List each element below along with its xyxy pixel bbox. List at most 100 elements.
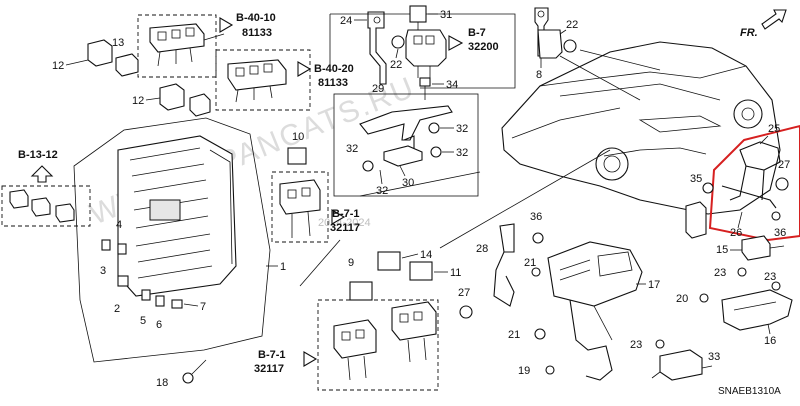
ref-b71b: B-7-1 [258, 349, 286, 361]
bracket-24[interactable] [367, 11, 387, 85]
ref-b7: B-7 [468, 27, 486, 39]
bolt-23c[interactable] [655, 339, 665, 349]
fuse-5[interactable] [141, 289, 151, 301]
box-b1312 [1, 185, 91, 227]
bracket-29[interactable] [359, 105, 453, 152]
control-unit-17[interactable] [547, 241, 643, 381]
relay-12[interactable] [159, 83, 211, 117]
part-number-35: 35 [690, 173, 702, 185]
ref-b71a-number: 32117 [330, 222, 360, 234]
bolt-18[interactable] [182, 359, 207, 384]
connector-b4020[interactable] [227, 59, 287, 103]
leader-car-2 [559, 55, 641, 101]
bracket-16[interactable] [721, 289, 793, 331]
bolt-34[interactable] [419, 77, 431, 100]
fuse-box-1[interactable] [117, 135, 237, 297]
sensor-link-28[interactable] [493, 223, 515, 307]
bolt-23b[interactable] [771, 281, 781, 291]
bolt-23a[interactable] [737, 267, 747, 277]
part-number-24: 24 [340, 15, 352, 27]
arrow-b71b [303, 351, 318, 367]
fuse-2[interactable] [117, 275, 129, 287]
box-connector-b4010 [137, 14, 217, 78]
box-connector-b71b [317, 299, 439, 391]
leader-car-5 [299, 239, 341, 287]
fuse-7[interactable] [171, 299, 183, 309]
part-number-7: 7 [200, 301, 206, 313]
arrow-b4010 [219, 17, 234, 33]
part-number-34: 34 [446, 79, 458, 91]
part-number-3: 3 [100, 265, 106, 277]
arrow-b71a [331, 209, 346, 225]
grommet-27b[interactable] [459, 305, 473, 319]
part-number-16: 16 [764, 335, 776, 347]
front-direction-label: FR. [740, 27, 758, 39]
relay-10[interactable] [287, 147, 307, 165]
fuse-3[interactable] [101, 239, 111, 251]
nut-32c[interactable] [362, 160, 374, 172]
part-number-27b: 27 [458, 287, 470, 299]
part-number-14: 14 [420, 249, 432, 261]
fuse-4[interactable] [117, 243, 127, 255]
part-number-19: 19 [518, 365, 530, 377]
part-number-4: 4 [116, 219, 122, 231]
part-number-21b: 21 [508, 329, 520, 341]
part-number-27a: 27 [778, 159, 790, 171]
module-30[interactable] [383, 145, 423, 167]
bolt-21a[interactable] [531, 267, 541, 277]
highlight-box [708, 124, 800, 242]
grommet-27a[interactable] [775, 177, 789, 191]
connector-b71b[interactable] [333, 301, 437, 381]
connector-b7[interactable] [405, 29, 447, 78]
relay-11[interactable] [409, 261, 433, 281]
nut-32a[interactable] [428, 122, 440, 134]
relay-31[interactable] [409, 5, 427, 30]
part-number-1: 1 [280, 261, 286, 273]
clip-35[interactable] [702, 182, 714, 194]
relay-22[interactable] [537, 29, 577, 59]
bolt-19[interactable] [545, 365, 555, 375]
part-number-21a: 21 [524, 257, 536, 269]
part-number-6: 6 [156, 319, 162, 331]
watermark-year: 2014-2024 [318, 217, 371, 229]
part-number-28: 28 [476, 243, 488, 255]
module-33[interactable] [651, 349, 713, 381]
connector-b71a[interactable] [279, 179, 321, 238]
module-left-small[interactable] [685, 201, 707, 239]
ref-b1312: B-13-12 [18, 149, 58, 161]
connector-b4010[interactable] [149, 23, 225, 67]
part-number-12a: 12 [52, 60, 64, 72]
arrow-b7 [448, 35, 464, 51]
bolt-20[interactable] [699, 293, 709, 303]
leader-car-4 [439, 149, 611, 249]
front-arrow-icon [761, 9, 787, 30]
part-number-17: 17 [648, 279, 660, 291]
part-number-32b: 32 [456, 147, 468, 159]
part-number-22b: 22 [566, 19, 578, 31]
sensor-15[interactable] [741, 235, 785, 261]
nut-32b[interactable] [430, 146, 442, 158]
part-number-33: 33 [708, 351, 720, 363]
part-number-11: 11 [450, 267, 461, 279]
part-number-31: 31 [440, 9, 452, 21]
relay-13[interactable] [87, 39, 139, 77]
part-number-26: 26 [730, 227, 742, 239]
part-number-25: 25 [768, 123, 780, 135]
part-number-9: 9 [348, 257, 354, 269]
part-number-18: 18 [156, 377, 168, 389]
relay-set-b1312[interactable] [9, 189, 75, 223]
part-number-23c: 23 [630, 339, 642, 351]
bolt-21b[interactable] [534, 328, 546, 340]
arrow-b4020 [297, 61, 312, 77]
fuse-6[interactable] [155, 295, 165, 307]
vehicle-outline [501, 41, 781, 215]
bolt-36a[interactable] [771, 211, 781, 221]
part-number-5: 5 [140, 315, 146, 327]
relay-14[interactable] [377, 251, 401, 271]
diagram-code: SNAEB1310A [718, 386, 781, 397]
part-number-10: 10 [292, 131, 304, 143]
grommet-22[interactable] [391, 35, 405, 49]
relay-9[interactable] [349, 281, 373, 301]
bolt-36b[interactable] [532, 232, 544, 244]
sensor-25[interactable] [721, 141, 781, 209]
